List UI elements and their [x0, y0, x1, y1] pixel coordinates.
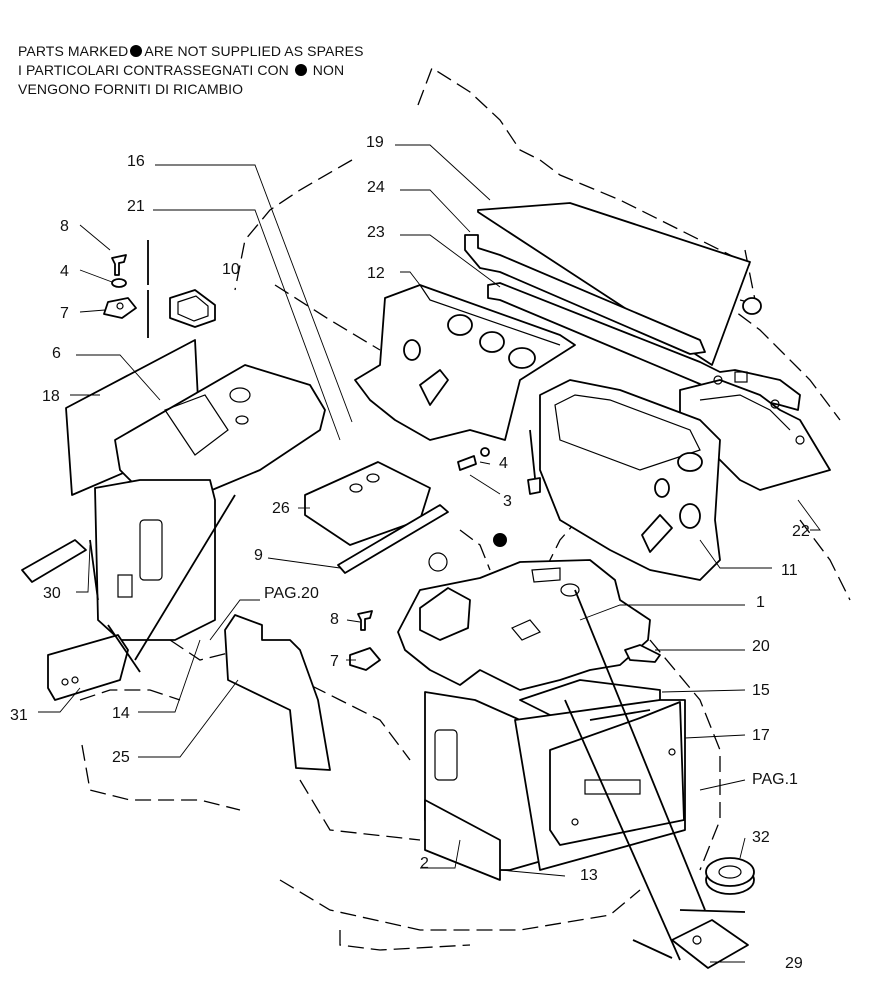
part-17-side-cover: [549, 701, 685, 846]
part-8-screw-center: [357, 610, 373, 631]
part-7-nut-center: [349, 647, 381, 671]
assembly-lines: [89, 240, 746, 961]
part-11-dash-panel: [539, 379, 721, 581]
notice-line-2-start: I PARTICOLARI CONTRASSEGNATI CON: [18, 62, 289, 78]
notice-line-1-end: ARE NOT SUPPLIED AS SPARES: [144, 43, 364, 59]
pag-1-reference: PAG.1: [752, 771, 798, 788]
notice-line-1-start: PARTS MARKED: [18, 43, 129, 59]
part-19-rear-panel: [477, 202, 762, 366]
part-32-ring: [705, 857, 755, 895]
callout-31: 31: [10, 707, 28, 724]
notice-line-2: I PARTICOLARI CONTRASSEGNATI CON NON: [18, 61, 364, 80]
callout-14: 14: [112, 705, 130, 722]
leader-lines: [38, 144, 821, 963]
part-30-handle: [21, 539, 87, 583]
callout-10: 10: [222, 261, 240, 278]
knob-ghost: [428, 552, 448, 572]
part-20-seal: [624, 644, 661, 663]
part-4-washer-left: [111, 278, 127, 288]
callout-6: 6: [52, 345, 61, 362]
callout-17: 17: [752, 727, 770, 744]
callout-labels: 16 21 19 24 23 12 8 4 7 10 6 18 4 3 26 9…: [10, 134, 810, 972]
part-10-gasket: [169, 289, 216, 328]
callout-24: 24: [367, 179, 385, 196]
part-1-right-cover: [397, 559, 651, 691]
callout-11: 11: [781, 562, 798, 579]
callout-30: 30: [43, 585, 61, 602]
part-3-bolt-center: [457, 447, 541, 495]
part-9-bar: [337, 504, 449, 574]
not-supplied-marker-icon: [130, 45, 143, 57]
callout-1: 1: [756, 594, 765, 611]
callout-19: 19: [366, 134, 384, 151]
callout-7-center: 7: [330, 653, 339, 670]
tractor-frame-ghost: [79, 67, 851, 951]
callout-23: 23: [367, 224, 385, 241]
callout-4-left: 4: [60, 263, 69, 280]
part-25-panel: [224, 614, 331, 771]
callout-7-left: 7: [60, 305, 69, 322]
part-29-plate: [671, 919, 749, 969]
callout-9: 9: [254, 547, 263, 564]
callout-20: 20: [752, 638, 770, 655]
callout-18: 18: [42, 388, 60, 405]
not-supplied-marker: [493, 533, 507, 547]
callout-13: 13: [580, 867, 598, 884]
callout-3: 3: [503, 493, 512, 510]
callout-29: 29: [785, 955, 803, 972]
callout-2: 2: [420, 855, 429, 872]
callout-8-left: 8: [60, 218, 69, 235]
spares-notice: PARTS MARKED ARE NOT SUPPLIED AS SPARES I…: [18, 42, 364, 99]
part-24-seal-strip: [464, 234, 706, 355]
part-31-bracket: [47, 634, 129, 701]
part-14-left-housing: [94, 479, 216, 641]
callout-26: 26: [272, 500, 290, 517]
part-12-dash-support: [354, 284, 576, 441]
callout-16: 16: [127, 153, 145, 170]
not-supplied-marker-icon-it: [294, 64, 307, 76]
part-2-mount: [424, 799, 501, 881]
part-7-nut-left: [103, 297, 137, 319]
notice-line-1: PARTS MARKED ARE NOT SUPPLIED AS SPARES: [18, 42, 364, 61]
callout-12: 12: [367, 265, 385, 282]
pag-20-reference: PAG.20: [264, 585, 319, 602]
callout-22: 22: [792, 523, 810, 540]
callout-15: 15: [752, 682, 770, 699]
notice-line-3: VENGONO FORNITI DI RICAMBIO: [18, 81, 244, 97]
callout-8-center: 8: [330, 611, 339, 628]
callout-32: 32: [752, 829, 770, 846]
part-8-screw-left: [111, 254, 127, 276]
notice-line-2-end: NON: [312, 62, 345, 78]
callout-4-center: 4: [499, 455, 508, 472]
callout-25: 25: [112, 749, 130, 766]
callout-21: 21: [127, 198, 145, 215]
